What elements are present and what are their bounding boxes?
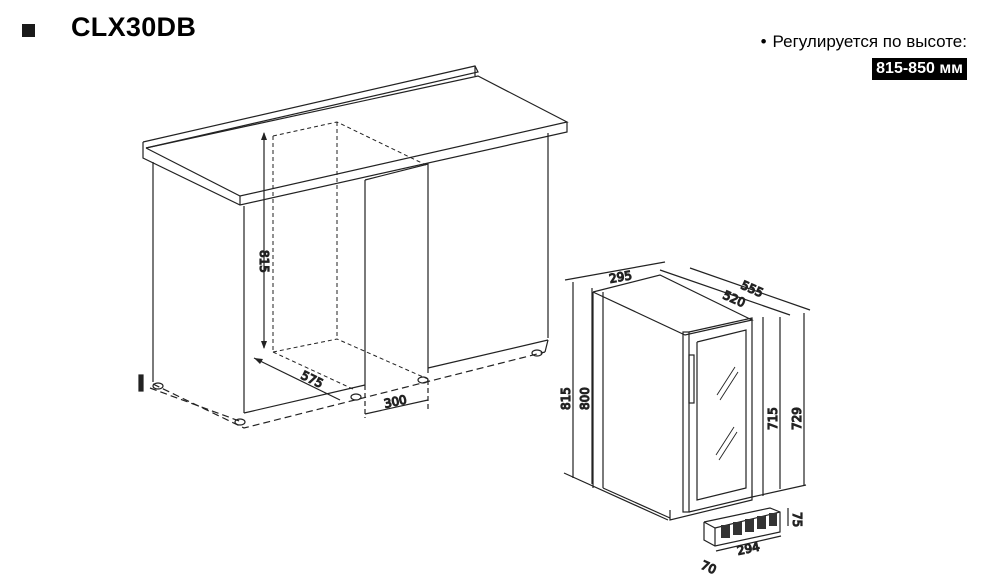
square-bullet-icon bbox=[22, 24, 35, 37]
grille-length-label: 294 bbox=[736, 539, 761, 557]
width-295-label: 295 bbox=[608, 268, 633, 286]
height-800-label: 800 bbox=[578, 387, 592, 410]
bullet-icon: • bbox=[760, 32, 767, 51]
height-815-label: 815 bbox=[559, 387, 573, 410]
kitchen-cabinet-diagram: 815 575 300 bbox=[138, 65, 569, 429]
height-adjustment-note: • Регулируется по высоте: 815-850 мм bbox=[761, 32, 967, 80]
grille-depth-label: 70 bbox=[699, 558, 719, 576]
height-729-label: 729 bbox=[790, 407, 804, 430]
height-range-value: 815-850 мм bbox=[872, 58, 967, 80]
grille-height-label: 75 bbox=[790, 512, 804, 527]
niche-height-label: 815 bbox=[257, 250, 271, 273]
height-adjust-label: Регулируется по высоте: bbox=[772, 32, 967, 51]
niche-depth-label: 575 bbox=[299, 368, 326, 391]
niche-width-label: 300 bbox=[383, 392, 408, 410]
height-715-label: 715 bbox=[766, 407, 780, 430]
plinth-grille-diagram: 294 70 75 bbox=[698, 507, 805, 576]
wine-cooler-diagram: 295 555 520 815 800 715 729 bbox=[558, 261, 811, 521]
title-row: CLX30DB bbox=[22, 12, 196, 43]
model-title: CLX30DB bbox=[71, 12, 197, 42]
